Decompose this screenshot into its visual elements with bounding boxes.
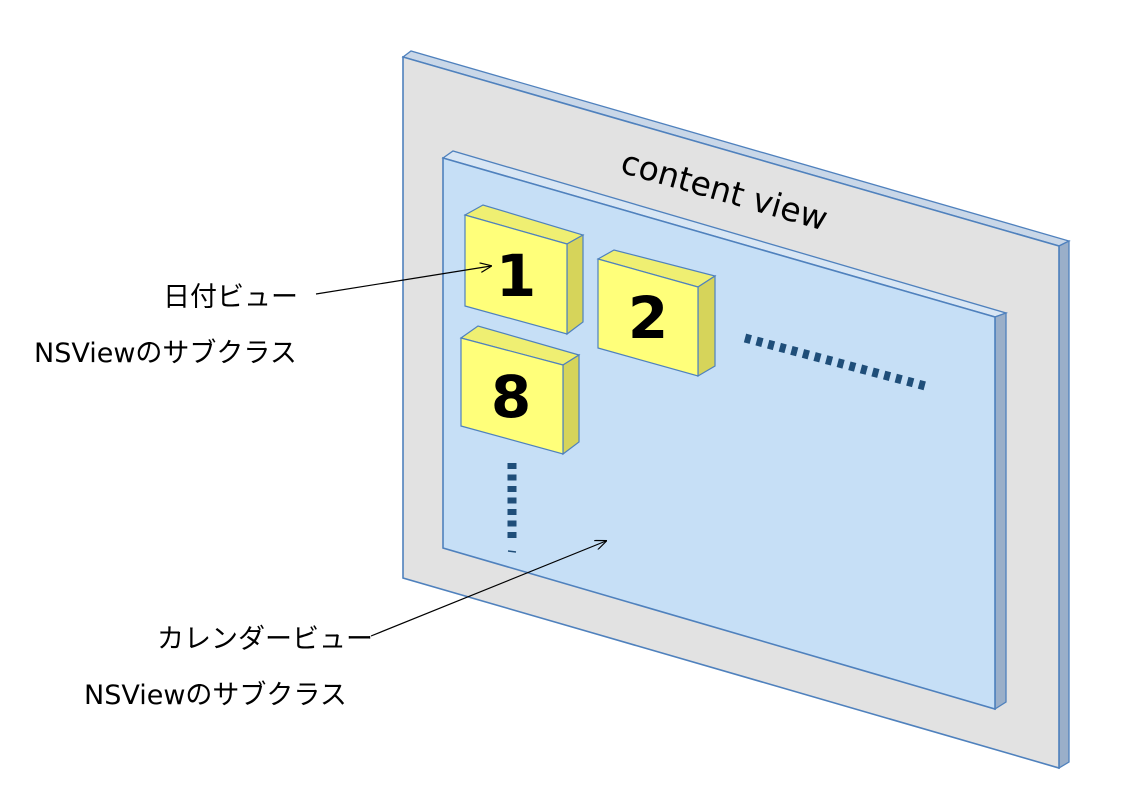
row-continuation-dots	[743, 333, 931, 392]
date-cell-1-face	[464, 214, 568, 335]
content-view-side-edge	[1058, 239, 1070, 770]
date-cell-8-side	[562, 353, 580, 456]
date-view-name-label: 日付ビュー	[163, 282, 298, 313]
date-cell-2-side	[697, 274, 716, 378]
date-cell-2-face	[597, 258, 699, 377]
date-cell-2-number: 2	[628, 284, 668, 352]
date-cell-2: 2	[596, 249, 717, 378]
date-cell-1: 1	[463, 204, 585, 336]
date-cell-1-number: 1	[496, 242, 536, 310]
date-view-class-label: NSViewのサブクラス	[34, 338, 297, 369]
date-cell-1-side	[566, 233, 584, 336]
date-cell-8-face	[460, 337, 564, 455]
date-view-callout-arrow	[315, 266, 491, 295]
calendar-view-side-edge	[994, 312, 1007, 711]
column-continuation-dots-tail	[507, 550, 517, 553]
date-cell-8: 8	[459, 325, 581, 456]
calendar-view-class-label: NSViewのサブクラス	[84, 680, 347, 711]
calendar-view-name-label: カレンダービュー	[157, 624, 373, 655]
calendar-view-callout-arrow	[370, 541, 606, 637]
date-cell-8-number: 8	[491, 363, 531, 431]
